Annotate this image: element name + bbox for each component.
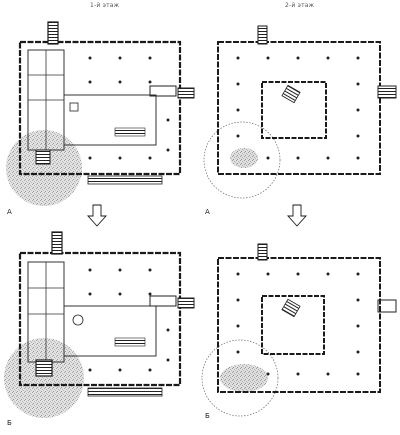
stair-tower <box>257 243 268 261</box>
down-arrow-icon <box>86 204 108 227</box>
outer-wall <box>18 251 182 387</box>
side-stair <box>377 299 397 313</box>
column-title-second-floor: 2-й этаж <box>285 2 315 9</box>
atrium <box>261 81 327 139</box>
porch <box>87 387 163 397</box>
outer-wall <box>217 257 381 393</box>
highlight-circle <box>6 130 82 206</box>
plan-first-floor-before <box>6 21 195 206</box>
panel-label-b-left: Б <box>7 419 12 427</box>
panel-label-a-right: А <box>205 208 210 216</box>
column-grid <box>88 268 170 372</box>
atrium <box>261 295 325 355</box>
plan-second-floor-before <box>203 25 397 199</box>
side-stair <box>177 87 195 99</box>
column-grid <box>236 272 360 376</box>
column-title-first-floor: 1-й этаж <box>90 2 120 9</box>
highlight-circle <box>4 338 84 418</box>
stair-tower <box>257 25 268 45</box>
porch <box>87 175 163 185</box>
corridor <box>63 305 157 357</box>
corridor <box>63 94 157 146</box>
stair-tower <box>51 231 63 255</box>
panel-label-b-right: Б <box>205 412 210 420</box>
column-grid <box>88 56 170 160</box>
side-stair <box>377 85 397 99</box>
outer-wall <box>217 41 381 175</box>
column-grid <box>236 56 360 160</box>
side-stair <box>177 297 195 309</box>
panel-label-a-left: А <box>7 208 12 216</box>
plan-second-floor-after <box>201 243 397 417</box>
highlight-circle <box>203 121 281 199</box>
stair-tower <box>47 21 59 45</box>
plan-first-floor-after <box>4 231 195 418</box>
highlight-circle <box>201 339 279 417</box>
down-arrow-icon <box>286 204 308 227</box>
outer-wall <box>18 40 182 176</box>
